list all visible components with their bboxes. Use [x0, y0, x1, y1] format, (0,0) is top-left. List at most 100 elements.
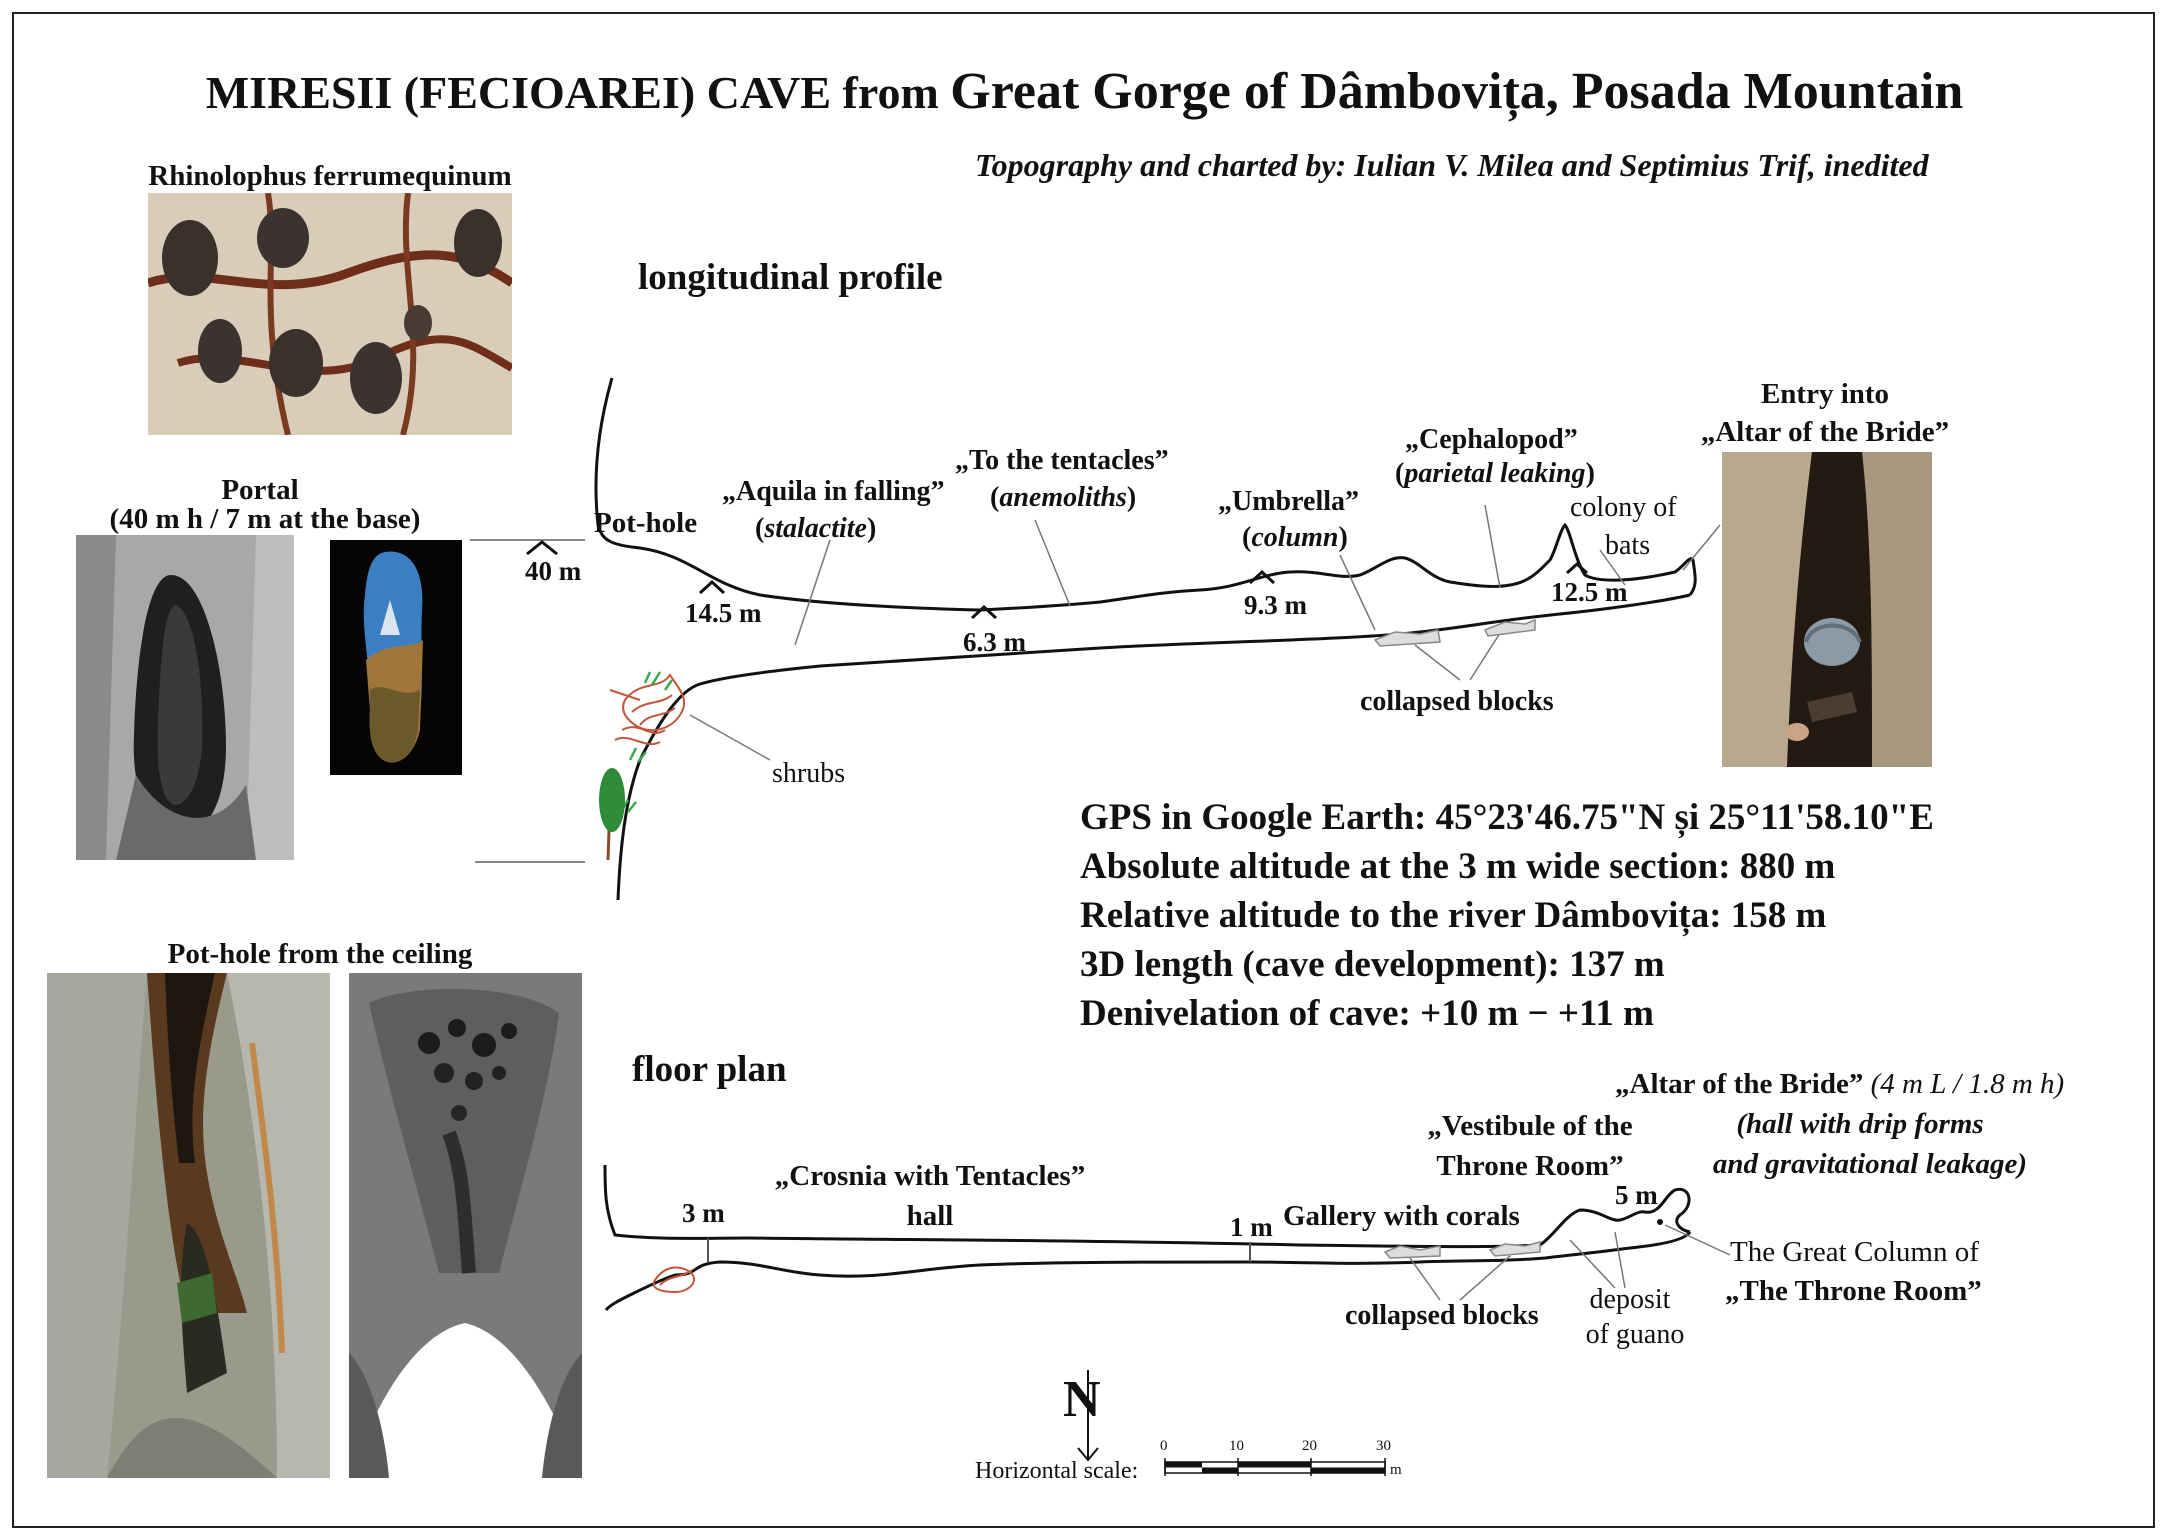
- portal-subtitle: (40 m h / 7 m at the base): [109, 503, 421, 535]
- label-height-6-3: 6.3 m: [963, 627, 1026, 657]
- leader-colony: [1599, 549, 1626, 586]
- title-part1: MIRESII (FECIOAREI) CAVE from: [205, 67, 951, 118]
- label-plan-width-1m: 1 m: [1230, 1212, 1273, 1242]
- credits: Topography and charted by: Iulian V. Mil…: [975, 147, 1929, 183]
- label-vestibule-1: „Vestibule of the: [1427, 1110, 1633, 1142]
- label-plan-collapsed: collapsed blocks: [1345, 1300, 1539, 1331]
- label-plan-width-3m: 3 m: [682, 1198, 725, 1228]
- cave-length: 3D length (cave development): 137 m: [1080, 944, 1665, 985]
- scale-tick-30: 30: [1376, 1438, 1391, 1454]
- leader-shrubs: [689, 714, 771, 761]
- scale-label: Horizontal scale:: [975, 1458, 1139, 1484]
- label-colony-2: bats: [1605, 530, 1651, 561]
- label-altar-desc-1: (hall with drip forms: [1736, 1108, 1984, 1140]
- plan-lower-wall: [604, 1230, 1692, 1312]
- north-arrow: [1077, 1370, 1099, 1462]
- stalactite-text: stalactite: [764, 513, 867, 544]
- label-crosnia-1: „Crosnia with Tentacles”: [774, 1160, 1086, 1192]
- label-altar: „Altar of the Bride” (4 m L / 1.8 m h): [1615, 1068, 2064, 1101]
- great-column-dot: [1657, 1219, 1663, 1225]
- leader-plan-collapsed-2: [1459, 1255, 1511, 1301]
- label-plan-width-5m: 5 m: [1615, 1180, 1658, 1210]
- label-anemoliths: (anemoliths): [990, 482, 1137, 513]
- leader-cephalopod: [1484, 504, 1501, 589]
- leader-great-column: [1664, 1224, 1731, 1256]
- scale-bar: [1164, 1458, 1386, 1476]
- north-label: N: [1063, 1371, 1101, 1428]
- bat-colony-photo: [148, 193, 512, 435]
- plan-collapsed-blocks: [1383, 1241, 1541, 1259]
- label-aquila: „Aquila in falling”: [722, 476, 945, 507]
- leader-collapsed-2: [1469, 629, 1503, 681]
- label-cephalopod: „Cephalopod”: [1405, 424, 1578, 455]
- gps-coordinates: GPS in Google Earth: 45°23'46.75"N și 25…: [1080, 797, 1934, 838]
- plan-shrubs: [652, 1266, 695, 1294]
- scale-unit: m: [1390, 1462, 1402, 1478]
- portal-title: Portal: [221, 474, 299, 506]
- relative-altitude: Relative altitude to the river Dâmbovița…: [1080, 895, 1827, 936]
- label-vestibule-2: Throne Room”: [1436, 1150, 1624, 1182]
- label-colony-1: colony of: [1570, 492, 1677, 523]
- label-shrubs: shrubs: [772, 758, 846, 789]
- label-stalactite: (stalactite): [755, 513, 877, 544]
- label-crosnia-2: hall: [906, 1200, 954, 1232]
- label-height-9-3: 9.3 m: [1244, 590, 1307, 620]
- label-deposit-1: deposit: [1589, 1284, 1671, 1315]
- label-entry-2: „Altar of the Bride”: [1700, 416, 1950, 448]
- altar-entry-photo: [1722, 452, 1932, 767]
- altar-dims: (4 m L / 1.8 m h): [1870, 1068, 2065, 1100]
- scale-tick-10: 10: [1229, 1438, 1244, 1454]
- profile-collapsed-blocks: [1373, 618, 1536, 647]
- height-markers: [526, 540, 1589, 620]
- pothole-ceiling-caption: Pot-hole from the ceiling: [167, 938, 473, 970]
- tree-drawing: [599, 768, 625, 861]
- label-entry-1: Entry into: [1760, 378, 1890, 410]
- plan-leaders: [1409, 1224, 1731, 1301]
- shrubs-drawing: [609, 673, 686, 745]
- height-marker-12-5: [1565, 561, 1589, 575]
- scale-tick-20: 20: [1302, 1438, 1317, 1454]
- height-marker-40: [526, 540, 558, 556]
- leader-collapsed-1: [1414, 644, 1461, 681]
- height-marker-6-3: [970, 604, 998, 620]
- label-pothole: Pot-hole: [594, 507, 698, 539]
- cave-denivelation: Denivelation of cave: +10 m − +11 m: [1080, 993, 1654, 1034]
- profile-leaders: [689, 504, 1721, 761]
- portal-photo-color: [330, 540, 462, 775]
- label-umbrella: „Umbrella”: [1218, 486, 1360, 517]
- label-parietal: (parietal leaking): [1395, 458, 1595, 489]
- label-height-14-5: 14.5 m: [685, 598, 762, 628]
- altar-name: „Altar of the Bride”: [1615, 1068, 1864, 1100]
- label-height-40: 40 m: [525, 556, 582, 586]
- profile-heading: longitudinal profile: [638, 257, 943, 298]
- label-profile-collapsed: collapsed blocks: [1360, 686, 1554, 717]
- label-gallery-corals: Gallery with corals: [1283, 1200, 1520, 1232]
- label-column: (column): [1242, 522, 1348, 553]
- bat-species-caption: Rhinolophus ferrumequinum: [148, 160, 512, 192]
- page-title: MIRESII (FECIOAREI) CAVE from Great Gorg…: [0, 62, 2169, 122]
- leader-entry: [1682, 524, 1721, 571]
- leader-aquila: [794, 539, 831, 646]
- pothole-photo-bw: [349, 973, 582, 1478]
- portal-photo-bw: [76, 535, 294, 860]
- leader-tentacles: [1034, 519, 1071, 607]
- label-tentacles: „To the tentacles”: [955, 445, 1169, 476]
- scale-tick-0: 0: [1160, 1438, 1168, 1454]
- leader-umbrella: [1339, 554, 1376, 631]
- absolute-altitude: Absolute altitude at the 3 m wide sectio…: [1080, 846, 1836, 887]
- map-frame: [12, 12, 2155, 1528]
- leader-guano-1: [1569, 1239, 1616, 1289]
- plan-heading: floor plan: [632, 1049, 787, 1090]
- leader-guano-2: [1614, 1231, 1626, 1289]
- anemoliths-text: anemoliths: [999, 482, 1127, 513]
- label-altar-desc-2: and gravitational leakage): [1712, 1148, 2028, 1180]
- parietal-text: parietal leaking: [1404, 458, 1586, 489]
- leader-plan-collapsed-1: [1409, 1257, 1441, 1301]
- pothole-photo-color: [47, 973, 330, 1478]
- grass-drawing: [620, 671, 674, 813]
- label-height-12-5: 12.5 m: [1551, 577, 1628, 607]
- title-part2: Great Gorge of Dâmbovița, Posada Mountai…: [950, 63, 1964, 120]
- profile-ceiling-line: [594, 377, 1697, 612]
- label-great-column-2: „The Throne Room”: [1725, 1275, 1982, 1307]
